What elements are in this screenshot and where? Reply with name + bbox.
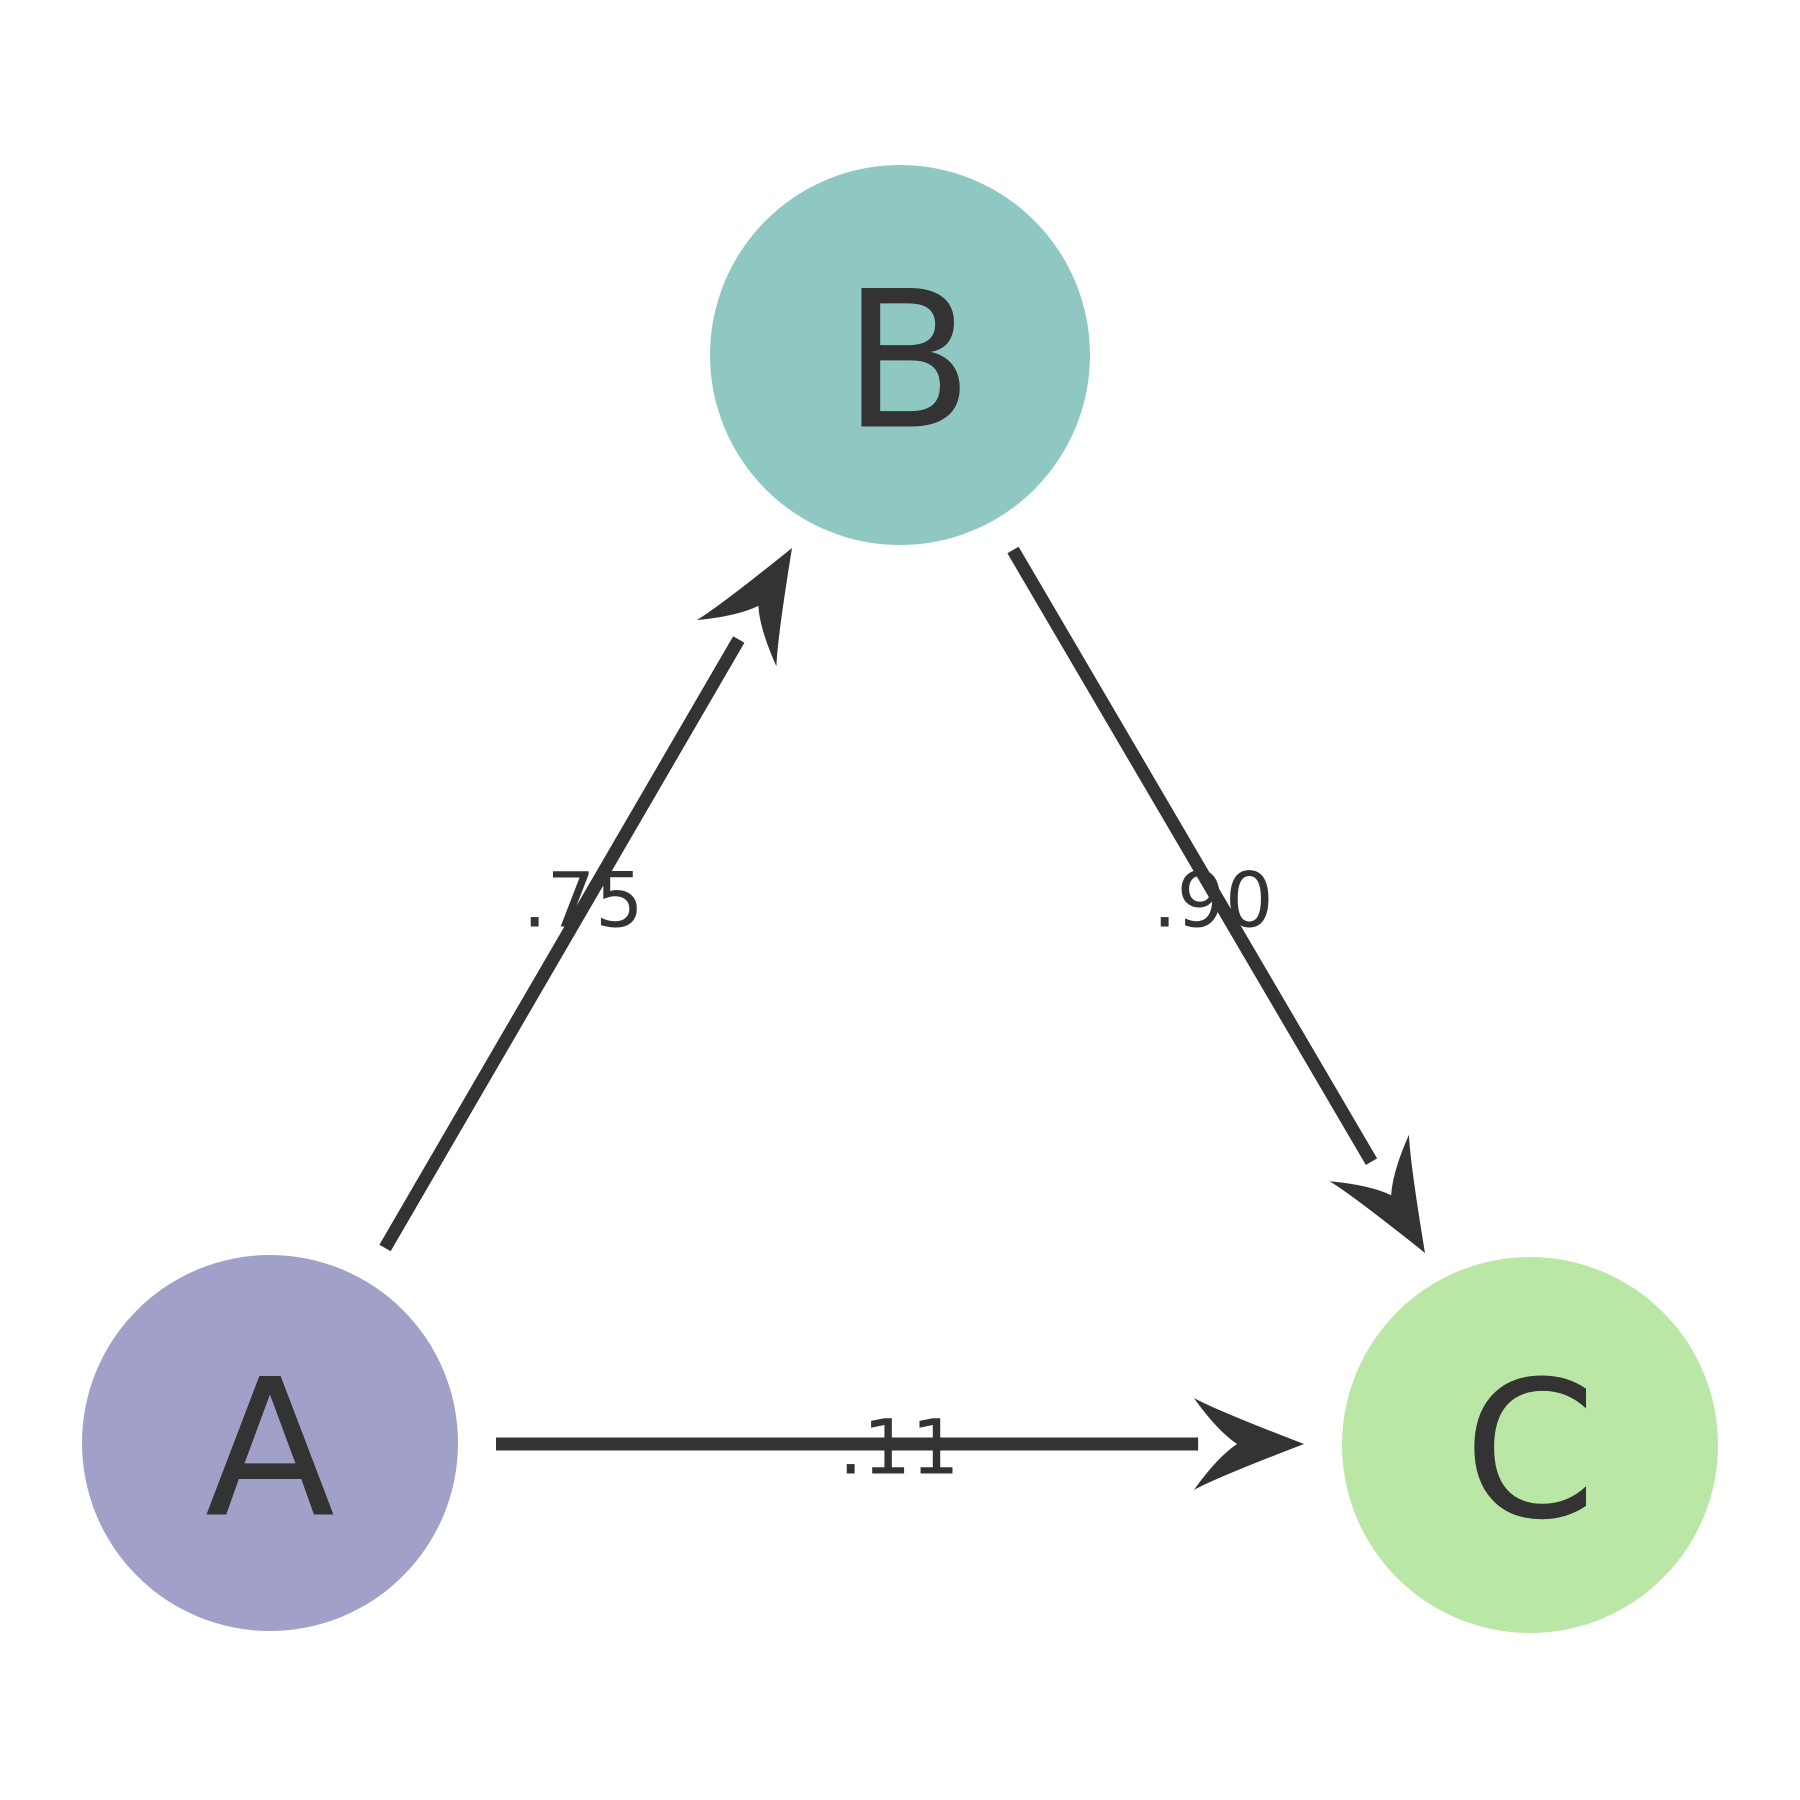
node-b-circle[interactable] xyxy=(710,165,1090,545)
edge-a-to-b-arrowhead xyxy=(696,548,792,667)
edge-label-layer: .75 .90 .11 xyxy=(523,856,1274,1492)
node-b-label: B xyxy=(843,251,973,472)
edge-layer xyxy=(379,546,1425,1490)
edge-weight-b-to-c: .90 xyxy=(1153,856,1274,945)
node-a[interactable]: A xyxy=(82,1255,458,1631)
node-c-circle[interactable] xyxy=(1342,1257,1718,1633)
edge-a-to-c-arrowhead xyxy=(1193,1398,1304,1490)
node-layer: A B C xyxy=(82,165,1718,1633)
edge-a-to-b-line xyxy=(379,636,745,1252)
node-a-circle[interactable] xyxy=(82,1255,458,1631)
node-a-label: A xyxy=(205,1339,335,1560)
edge-weight-a-to-b: .75 xyxy=(523,856,644,945)
edge-a-to-b[interactable] xyxy=(379,548,792,1252)
node-b[interactable]: B xyxy=(710,165,1090,545)
edge-a-to-c[interactable] xyxy=(496,1398,1304,1490)
node-c[interactable]: C xyxy=(1342,1257,1718,1633)
edge-b-to-c-line xyxy=(1007,546,1378,1165)
edge-weight-a-to-c: .11 xyxy=(839,1403,960,1492)
edge-b-to-c-arrowhead xyxy=(1329,1134,1425,1253)
node-c-label: C xyxy=(1464,1341,1597,1562)
edge-b-to-c[interactable] xyxy=(1007,546,1425,1253)
